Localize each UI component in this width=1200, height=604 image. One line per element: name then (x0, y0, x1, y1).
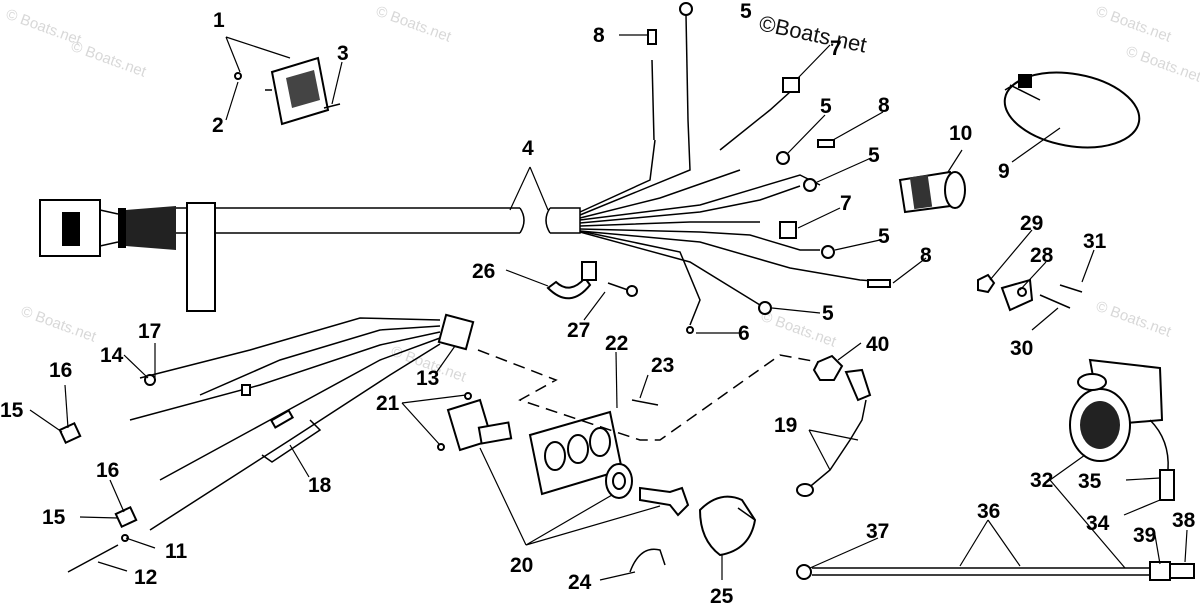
watermark-text: © Boats.net (19, 303, 99, 346)
watermark-text: © Boats.net (1094, 298, 1174, 341)
watermark-text: © Boats.net (69, 38, 149, 81)
callout-label: 8 (920, 244, 932, 267)
panel-22 (528, 410, 624, 496)
callout-label: 31 (1083, 230, 1107, 253)
boot-25 (698, 495, 757, 557)
callout-label: 20 (510, 554, 533, 577)
callout-label: 39 (1133, 524, 1156, 547)
callout-label: 18 (308, 474, 332, 497)
callout-label: 15 (0, 399, 24, 422)
bracket-18 (261, 419, 322, 463)
callout-label: 15 (42, 506, 66, 529)
callout-label: 29 (1020, 212, 1043, 235)
sub-harness (58, 313, 475, 531)
nut-20 (605, 463, 633, 499)
callout-label: 7 (830, 37, 842, 60)
callout-label: 28 (1030, 244, 1054, 267)
callout-label: 22 (605, 332, 628, 355)
callout-label: 25 (710, 585, 734, 604)
callout-label: 37 (866, 520, 889, 543)
watermark-group: © Boats.net © Boats.net © Boats.net © Bo… (4, 3, 1200, 386)
callout-label: 27 (567, 319, 590, 342)
callout-label: 35 (1078, 470, 1102, 493)
callout-label: 1 (213, 9, 225, 32)
callout-label: 11 (165, 540, 188, 563)
callout-label: 23 (651, 354, 674, 377)
cable-strap-9 (1003, 71, 1141, 149)
callout-label: 10 (949, 122, 972, 145)
assembly-lines (477, 349, 819, 441)
connector-10 (898, 170, 966, 214)
callout-label: 5 (740, 0, 752, 23)
callout-label: 24 (568, 571, 592, 594)
callout-label: 8 (878, 94, 890, 117)
callout-label: 17 (138, 320, 161, 343)
callout-label: 2 (212, 114, 224, 137)
key-20 (639, 486, 690, 517)
ignition-switch (437, 392, 513, 452)
sleeve-12 (67, 534, 129, 573)
callout-label: 32 (1030, 469, 1053, 492)
nut-40 (812, 354, 872, 402)
callout-label: 40 (866, 333, 889, 356)
callout-label: 5 (868, 144, 880, 167)
callout-label: 5 (820, 95, 832, 118)
callout-label: 14 (100, 344, 124, 367)
horn-32 (1069, 358, 1175, 501)
callout-label: 19 (774, 414, 797, 437)
callout-label: 3 (337, 42, 349, 65)
lanyard-19 (796, 399, 867, 497)
callout-label: 38 (1172, 509, 1196, 532)
watermark-text: © Boats.net (1094, 3, 1174, 46)
callout-label: 4 (522, 137, 534, 160)
callout-label: 13 (416, 367, 439, 390)
callout-label: 12 (134, 566, 157, 589)
terminal-block-1 (234, 56, 341, 126)
leader-lines (29, 34, 1188, 581)
callout-label: 16 (96, 459, 119, 482)
watermark-main: ©Boats.net (757, 10, 869, 57)
callout-label: 21 (376, 392, 400, 415)
callout-label: 16 (49, 359, 72, 382)
callout-label: 6 (738, 322, 750, 345)
lead-wire-36 (796, 561, 1195, 581)
watermark-text: © Boats.net (374, 3, 454, 46)
callout-label: 26 (472, 260, 495, 283)
bracket-hardware (977, 273, 1083, 312)
watermark-text: © Boats.net (1124, 43, 1200, 86)
callout-label: 5 (822, 302, 834, 325)
clip-24 (629, 548, 666, 573)
callout-label: 5 (878, 225, 890, 248)
screw-27 (607, 282, 638, 297)
screw-23 (631, 399, 659, 406)
callout-label: 34 (1086, 512, 1110, 535)
callout-label: 30 (1010, 337, 1033, 360)
clamp-26 (546, 261, 597, 300)
callout-label: 9 (998, 160, 1010, 183)
callout-label: 7 (840, 192, 852, 215)
main-harness-cable (39, 2, 891, 334)
callout-label: 8 (593, 24, 605, 47)
callout-label: 36 (977, 500, 1000, 523)
